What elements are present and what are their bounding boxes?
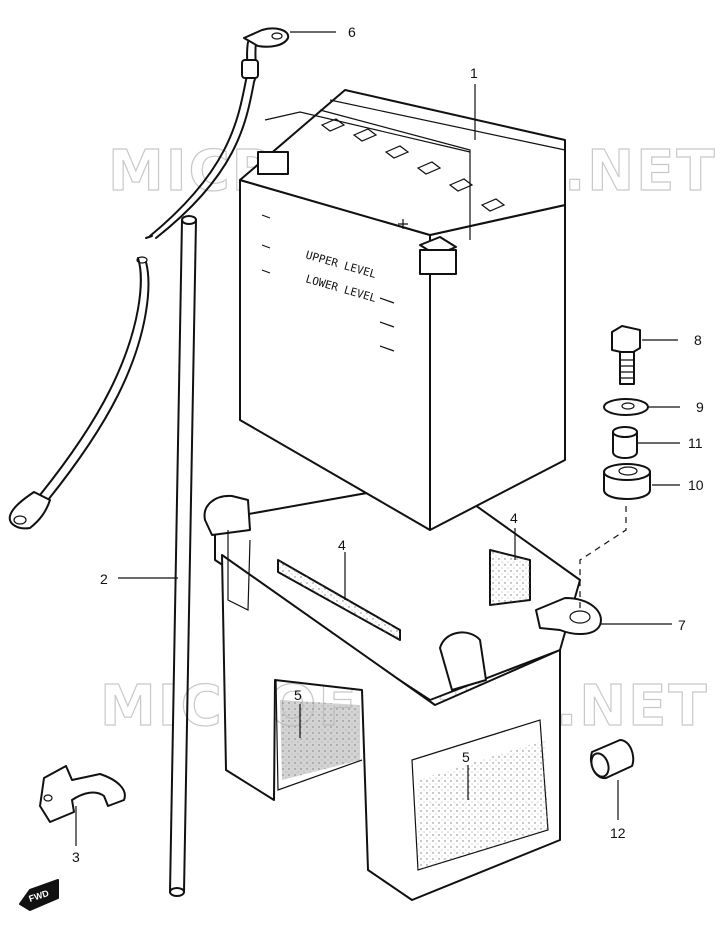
callout-1: 1 [470,65,478,81]
bolt [611,325,641,385]
leader-lines [75,31,680,846]
cushion [590,739,635,780]
callout-3: 3 [72,849,80,865]
callout-11: 11 [688,435,703,451]
collar [612,426,638,459]
callout-6: 6 [348,24,356,40]
positive-cable [8,256,150,530]
callout-8: 8 [694,332,702,348]
grommet [603,463,651,500]
callouts: 6 1 8 9 11 10 4 4 2 7 5 5 12 3 [72,24,704,865]
callout-5b: 5 [462,749,470,765]
callout-2: 2 [100,571,108,587]
callout-4b: 4 [338,537,346,553]
callout-10: 10 [688,477,704,493]
callout-9: 9 [696,399,704,415]
battery: UPPER LEVEL LOWER LEVEL [239,89,566,531]
callout-5a: 5 [294,687,302,703]
breather-tube [169,215,197,897]
callout-12: 12 [610,825,626,841]
negative-cable [145,27,290,239]
battery-tray [203,479,602,901]
washer [603,398,649,416]
callout-7: 7 [678,617,686,633]
callout-4a: 4 [510,510,518,526]
clamp [39,765,126,823]
fwd-arrow: FWD [19,879,59,911]
